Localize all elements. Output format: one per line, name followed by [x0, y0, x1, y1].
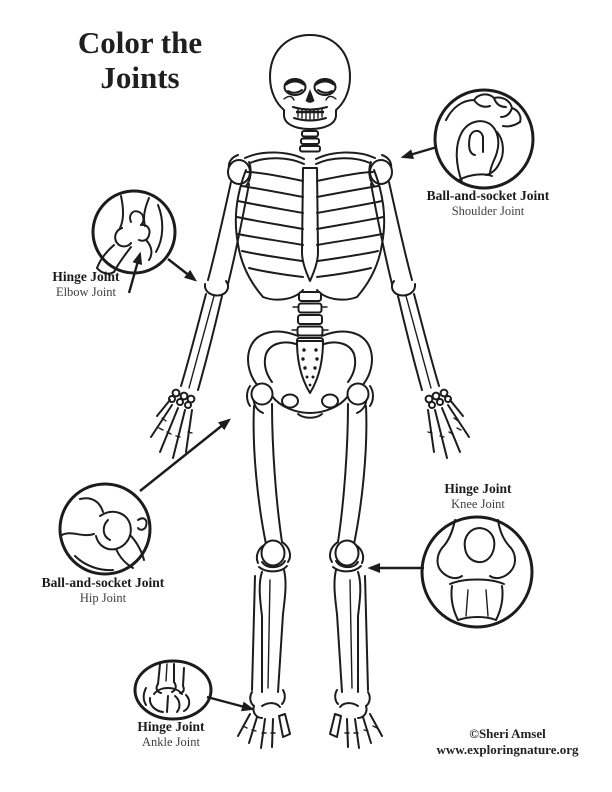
knee-callout-circle [420, 515, 534, 629]
skeleton-figure [150, 34, 470, 749]
footer-credit: ©Sheri Amsel www.exploringnature.org [405, 726, 610, 759]
knee-joint-name: Knee Joint [451, 496, 505, 511]
ankle-callout-arrow [206, 695, 255, 712]
hip-joint-name: Hip Joint [79, 590, 127, 605]
elbow-joint-type: Hinge Joint [52, 269, 120, 284]
hip-callout-circle [58, 482, 152, 576]
hip-callout-arrow [139, 418, 231, 492]
ankle-joint-closeup [142, 663, 191, 713]
elbow-callout-label: Hinge Joint Elbow Joint [16, 269, 156, 300]
page-title-line1: Color the [77, 25, 203, 60]
knee-joint-type: Hinge Joint [444, 481, 512, 496]
right-leg [329, 403, 383, 749]
pelvis [246, 330, 374, 419]
left-leg [237, 403, 291, 749]
ankle-joint-type: Hinge Joint [137, 719, 205, 734]
cervical-spine [299, 130, 321, 153]
left-arm [150, 181, 250, 459]
knee-joint-closeup [436, 519, 516, 621]
shoulder-joint-name: Shoulder Joint [451, 203, 525, 218]
elbow-label-arrow [127, 251, 143, 294]
knee-callout-label: Hinge Joint Knee Joint [398, 481, 558, 512]
credit-line: ©Sheri Amsel [469, 726, 546, 741]
ankle-callout-circle [133, 659, 213, 721]
clavicles [244, 151, 376, 165]
right-arm [370, 181, 470, 459]
shoulder-callout-circle [433, 88, 535, 190]
ribcage [234, 167, 386, 301]
page-title-line2: Joints [100, 59, 180, 95]
skull [269, 34, 351, 130]
hip-joint-closeup [61, 497, 148, 572]
lumbar-spine [291, 291, 329, 348]
ankle-callout-label: Hinge Joint Ankle Joint [101, 719, 241, 750]
website-line: www.exploringnature.org [436, 742, 579, 758]
shoulder-joint-closeup [445, 93, 522, 183]
hip-callout-label: Ball-and-socket Joint Hip Joint [3, 575, 203, 606]
page-title: Color the Joints [40, 25, 240, 95]
ankle-joint-name: Ankle Joint [142, 734, 200, 749]
elbow-callout-circle [91, 189, 177, 275]
hip-joint-type: Ball-and-socket Joint [41, 575, 165, 590]
elbow-joint-name: Elbow Joint [55, 284, 117, 299]
shoulder-callout-label: Ball-and-socket Joint Shoulder Joint [388, 188, 588, 219]
shoulder-callout-arrow [400, 145, 438, 159]
elbow-callout-arrow [167, 258, 197, 282]
shoulder-joint-type: Ball-and-socket Joint [426, 188, 550, 203]
elbow-joint-closeup [96, 195, 164, 275]
